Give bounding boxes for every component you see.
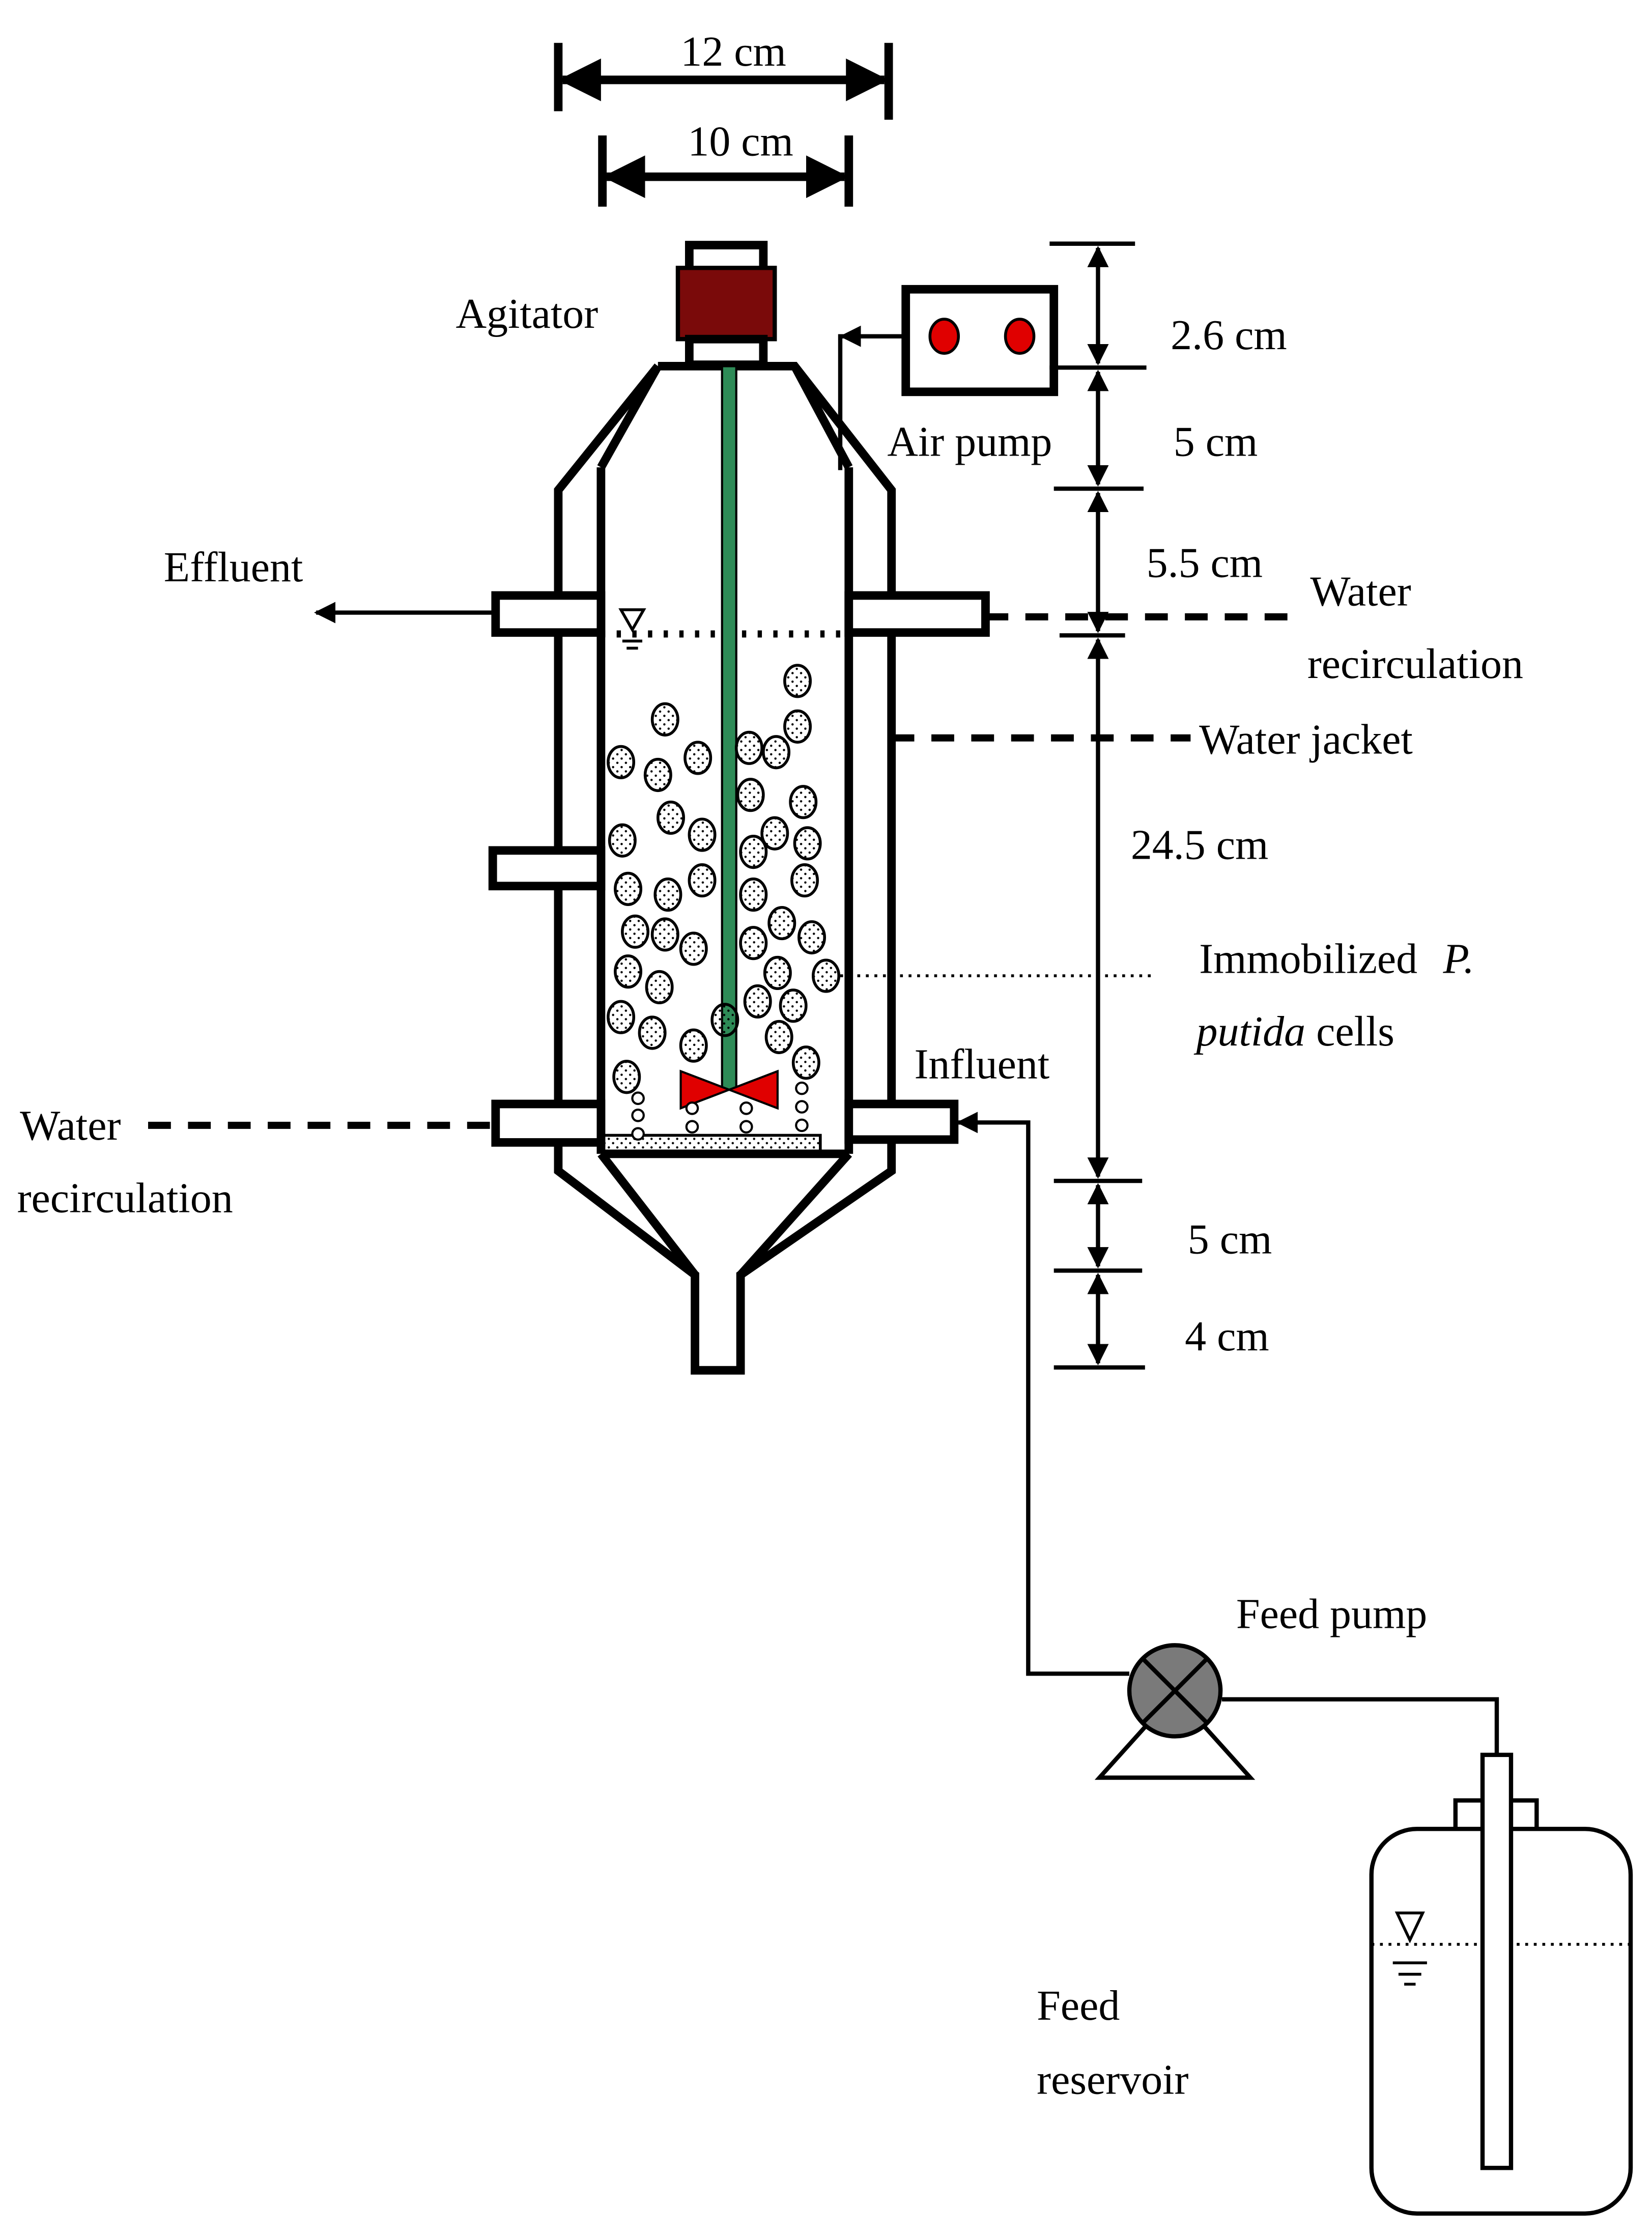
cell-bead (812, 958, 840, 993)
effluent-label: Effluent (164, 544, 303, 591)
stirrer-shaft (721, 365, 737, 1091)
feed-reservoir-label-2: reservoir (1037, 2056, 1188, 2104)
cell-bead (688, 863, 717, 898)
reactor-inner-vessel (596, 364, 853, 1278)
air-bubble (795, 1118, 809, 1133)
cell-bead (783, 664, 812, 698)
cell-bead (645, 970, 674, 1005)
cell-bead (739, 877, 768, 912)
cell-bead (653, 877, 682, 912)
cell-bead (764, 1020, 793, 1054)
dimension-label: 2.6 cm (1171, 312, 1287, 359)
dimension-label: 5 cm (1174, 418, 1258, 466)
cell-bead (790, 863, 819, 898)
agitator-motor (675, 241, 777, 370)
cell-bead (614, 954, 643, 989)
agitator-label: Agitator (455, 290, 598, 337)
feed-reservoir-label-1: Feed (1037, 1982, 1120, 2029)
cell-bead (679, 931, 708, 966)
dimension-label: 5.5 cm (1147, 540, 1263, 587)
cell-bead (657, 800, 685, 835)
air-pump (838, 285, 1059, 470)
cell-bead (739, 926, 768, 960)
air-bubble (795, 1081, 809, 1095)
feed-reservoir (1369, 1752, 1633, 2216)
cell-bead (710, 1003, 739, 1037)
cell-bead (783, 709, 812, 744)
cell-bead (607, 1000, 636, 1034)
cell-bead (643, 757, 672, 793)
air-bubble (631, 1091, 645, 1106)
inner-width-label: 10 cm (688, 118, 793, 165)
cell-bead (621, 914, 650, 949)
cell-bead (688, 817, 717, 852)
cell-bead (638, 1015, 667, 1050)
feed-pump (1094, 1643, 1256, 1780)
water-recirculation-port-bottom (491, 1099, 606, 1147)
reactor-jacket (554, 362, 896, 1375)
feed-line-to-influent (956, 1112, 1130, 1676)
feed-pump-label: Feed pump (1236, 1591, 1427, 1638)
air-bubble (739, 1101, 753, 1115)
outer-width-label: 12 cm (680, 28, 786, 75)
cell-bead (793, 826, 822, 861)
outer-width-dimension: 12 cm (554, 28, 893, 120)
water-recirculation-bottom-label-2: recirculation (17, 1175, 233, 1222)
cell-bead (683, 741, 713, 775)
air-bubbles (631, 1081, 809, 1141)
water-level-icon (618, 608, 646, 650)
water-recirculation-top-label-1: Water (1310, 568, 1411, 615)
immobilized-cell-beads (607, 664, 840, 1094)
air-pump-label: Air pump (887, 418, 1052, 466)
dimension-label: 24.5 cm (1131, 822, 1268, 869)
water-recirculation-port-top (844, 591, 990, 637)
dimension-label: 5 cm (1188, 1216, 1272, 1263)
cell-bead (607, 745, 636, 779)
cell-bead (762, 735, 791, 770)
water-recirculation-bottom-label-1: Water (20, 1102, 121, 1149)
immobilized-cells-label-line2: putida cells (1194, 1008, 1394, 1055)
cell-bead (797, 920, 826, 955)
cell-bead (650, 917, 679, 952)
cell-bead (736, 778, 765, 812)
air-bubble (631, 1127, 645, 1141)
effluent-port (491, 591, 606, 637)
air-bubble (739, 1120, 753, 1134)
water-recirculation-top-label-2: recirculation (1307, 640, 1523, 688)
air-bubble (685, 1101, 699, 1115)
dimension-label: 4 cm (1185, 1313, 1269, 1360)
cell-bead (608, 823, 637, 858)
vertical-dimensions: 2.6 cm 5 cm 5.5 cm 24.5 cm 5 cm 4 cm (1049, 241, 1287, 1370)
cell-bead (760, 816, 789, 851)
water-jacket-label: Water jacket (1199, 716, 1413, 763)
cell-bead (650, 702, 679, 737)
influent-label: Influent (914, 1041, 1049, 1088)
feed-line-from-reservoir (1221, 1697, 1499, 1755)
air-bubble (631, 1109, 645, 1122)
cell-bead (791, 1045, 820, 1080)
cell-bead (739, 835, 768, 869)
cell-bead (779, 988, 808, 1023)
cell-bead (734, 730, 763, 765)
cell-bead (614, 871, 643, 906)
cell-bead (679, 1028, 708, 1063)
cell-bead (789, 785, 818, 819)
side-port-middle (488, 846, 606, 891)
cell-bead (612, 1060, 641, 1094)
air-bubble (795, 1100, 809, 1114)
impeller (679, 1069, 779, 1110)
influent-port (844, 1099, 959, 1144)
diffuser-plate (602, 1134, 822, 1155)
inner-width-dimension: 10 cm (598, 118, 853, 207)
air-bubble (685, 1120, 699, 1134)
cell-bead (743, 984, 772, 1019)
cell-bead (763, 955, 792, 991)
cell-bead (767, 906, 796, 941)
